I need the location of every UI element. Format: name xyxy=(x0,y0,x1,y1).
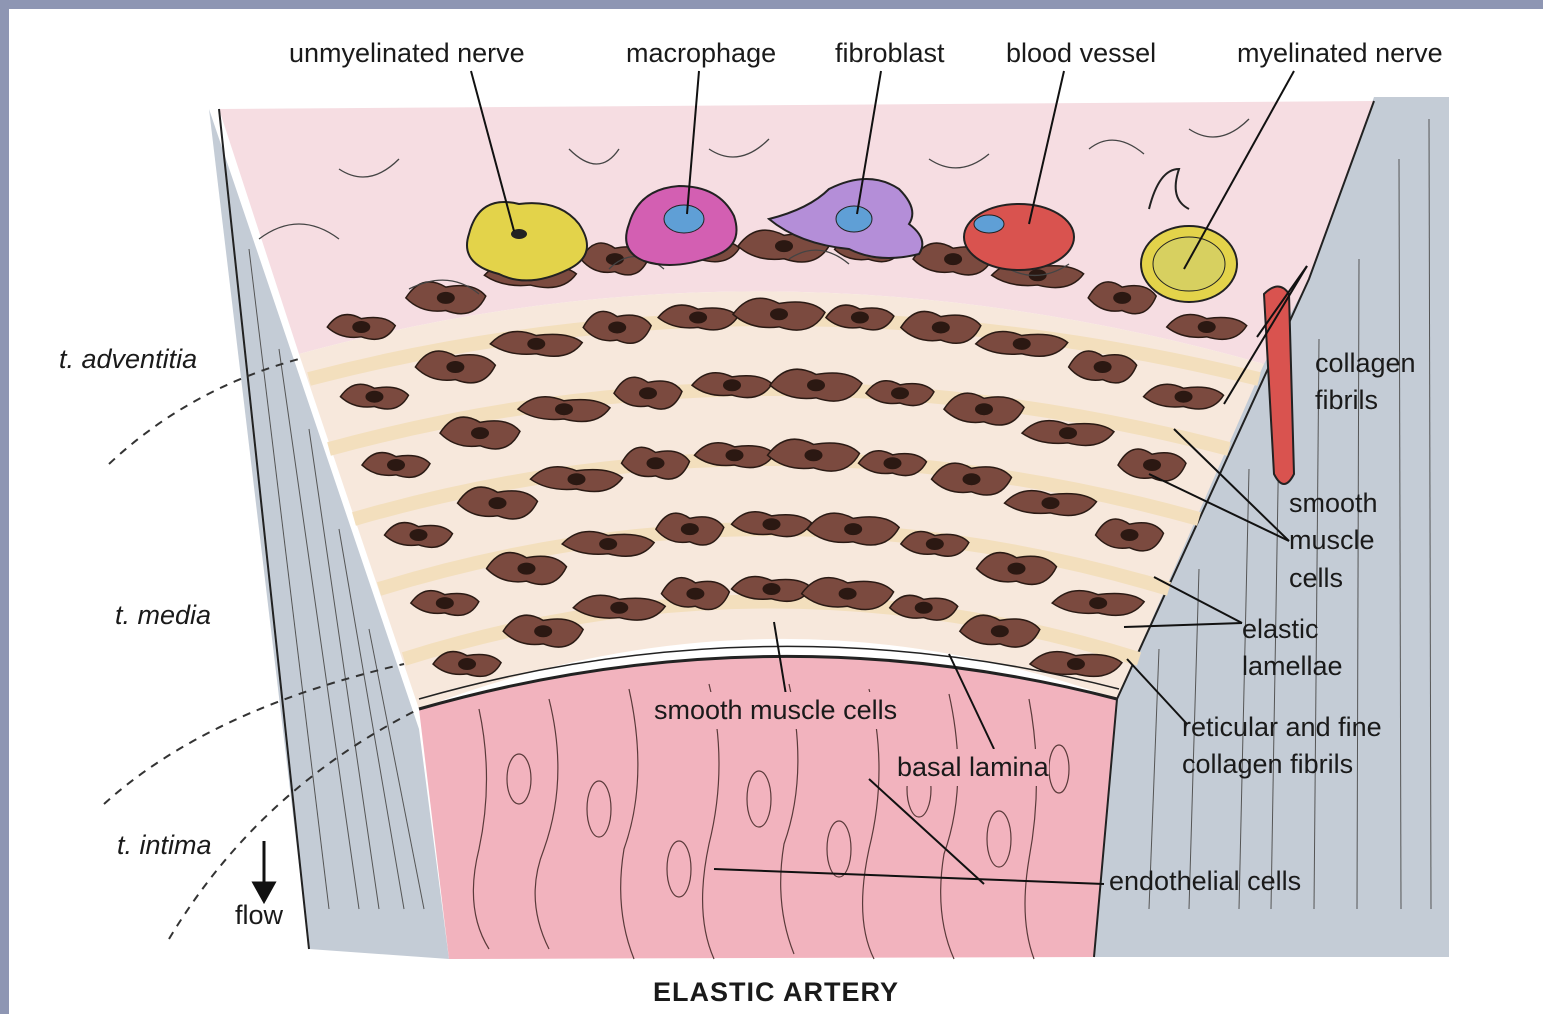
cell-nucleus xyxy=(518,563,536,575)
label-tunica-media: t. media xyxy=(115,597,211,634)
cell-nucleus xyxy=(689,312,707,324)
cell-nucleus xyxy=(1013,338,1031,350)
blood-vessel-shape xyxy=(964,204,1074,270)
cell-nucleus xyxy=(915,602,933,614)
label-smooth-muscle-cells-center: smooth muscle cells xyxy=(654,692,897,729)
cell-nucleus xyxy=(723,379,741,391)
cell-nucleus xyxy=(568,473,586,485)
cell-nucleus xyxy=(599,538,617,550)
label-tunica-adventitia: t. adventitia xyxy=(59,341,197,378)
cell-nucleus xyxy=(944,253,962,265)
cell-nucleus xyxy=(436,597,454,609)
cell-nucleus xyxy=(975,403,993,415)
cell-nucleus xyxy=(365,391,383,403)
cell-nucleus xyxy=(1094,361,1112,373)
label-tunica-intima: t. intima xyxy=(117,827,212,864)
cell-nucleus xyxy=(1042,497,1060,509)
label-macrophage: macrophage xyxy=(626,35,776,72)
cell-nucleus xyxy=(410,529,428,541)
label-flow: flow xyxy=(235,897,283,934)
label-endothelial-cells: endothelial cells xyxy=(1109,863,1301,900)
cell-nucleus xyxy=(1067,658,1085,670)
cell-nucleus xyxy=(839,588,857,600)
cell-nucleus xyxy=(1175,391,1193,403)
cell-nucleus xyxy=(851,312,869,324)
cell-nucleus xyxy=(891,387,909,399)
cell-nucleus xyxy=(1008,563,1026,575)
label-fibroblast: fibroblast xyxy=(835,35,945,72)
cell-nucleus xyxy=(686,588,704,600)
cell-nucleus xyxy=(458,658,476,670)
cell-nucleus xyxy=(1198,321,1216,333)
label-elastic-lamellae: elastic lamellae xyxy=(1242,611,1343,686)
cell-nucleus xyxy=(446,361,464,373)
label-collagen-fibrils: collagen fibrils xyxy=(1315,345,1416,420)
cell-nucleus xyxy=(352,321,370,333)
cell-nucleus xyxy=(926,538,944,550)
cell-nucleus xyxy=(991,625,1009,637)
cell-nucleus xyxy=(1121,529,1139,541)
cell-nucleus xyxy=(844,523,862,535)
cell-nucleus xyxy=(1059,427,1077,439)
cell-nucleus xyxy=(775,240,793,252)
cell-nucleus xyxy=(681,523,699,535)
label-smooth-muscle-cells-right: smooth muscle cells xyxy=(1289,485,1378,597)
cell-nucleus xyxy=(770,308,788,320)
cell-nucleus xyxy=(1113,292,1131,304)
cell-nucleus xyxy=(437,292,455,304)
cell-nucleus xyxy=(726,449,744,461)
label-unmyelinated-nerve: unmyelinated nerve xyxy=(289,35,525,72)
cell-nucleus xyxy=(647,457,665,469)
cell-nucleus xyxy=(1089,597,1107,609)
cell-nucleus xyxy=(527,338,545,350)
label-blood-vessel: blood vessel xyxy=(1006,35,1156,72)
cell-nucleus xyxy=(763,518,781,530)
cell-nucleus xyxy=(1143,459,1161,471)
unmyelinated-nerve-shape xyxy=(467,202,587,280)
cell-nucleus xyxy=(489,497,507,509)
cell-nucleus xyxy=(932,321,950,333)
diagram-frame: unmyelinated nerve macrophage fibroblast… xyxy=(9,9,1543,1014)
cell-nucleus xyxy=(608,321,626,333)
flow-arrow xyxy=(254,841,274,901)
cell-nucleus xyxy=(807,379,825,391)
label-myelinated-nerve: myelinated nerve xyxy=(1237,35,1443,72)
cell-nucleus xyxy=(471,427,489,439)
cell-nucleus xyxy=(610,602,628,614)
cell-nucleus xyxy=(639,387,657,399)
cell-nucleus xyxy=(805,449,823,461)
cell-nucleus xyxy=(534,625,552,637)
label-basal-lamina: basal lamina xyxy=(897,749,1049,786)
cell-nucleus xyxy=(387,459,405,471)
cell-nucleus xyxy=(763,583,781,595)
cell-nucleus xyxy=(555,403,573,415)
label-reticular-collagen-fibrils: reticular and fine collagen fibrils xyxy=(1182,709,1382,784)
diagram-title: ELASTIC ARTERY xyxy=(9,977,1543,1008)
cell-nucleus xyxy=(884,457,902,469)
cell-nucleus xyxy=(963,473,981,485)
